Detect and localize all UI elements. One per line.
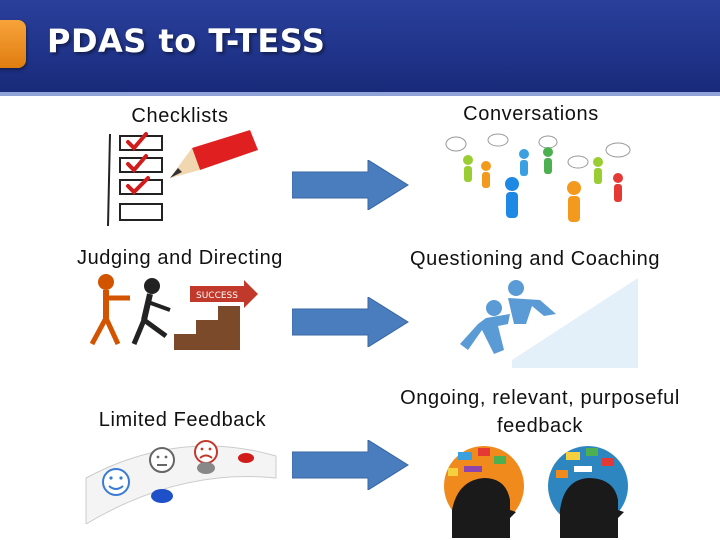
judging-directing-image: SUCCESS [89,274,258,350]
label-judging-directing: Judging and Directing [76,247,284,269]
label-conversations: Conversations [463,103,599,125]
questioning-coaching-image [460,278,638,368]
success-sign-text: SUCCESS [196,291,238,301]
ongoing-feedback-image [444,446,628,538]
conversations-image [445,133,631,222]
label-checklists: Checklists [131,105,229,127]
slide-title: PDAS to T-TESS [47,22,326,60]
label-limited-feedback: Limited Feedback [98,409,267,431]
label-ongoing-feedback: Ongoing, relevant, purposeful feedback [400,387,680,437]
arrow-right-icon [292,297,409,347]
orange-tab-marker [0,20,26,68]
title-bar [0,0,720,92]
title-bar-underline [0,92,720,96]
arrow-right-icon [292,440,409,490]
arrow-right-icon [292,160,409,210]
label-questioning-coaching: Questioning and Coaching [409,248,661,270]
checklist-image [107,130,258,227]
limited-feedback-image [85,440,277,524]
